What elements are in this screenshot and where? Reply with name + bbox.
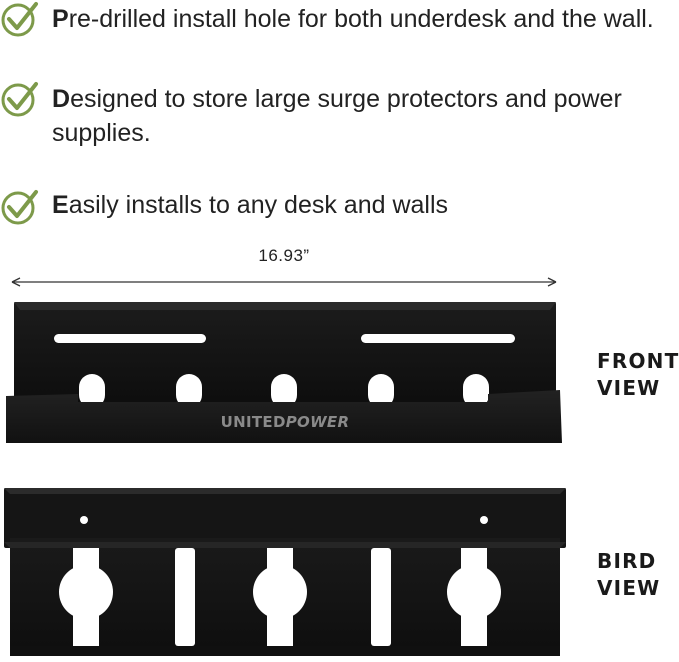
feature-text-2: Designed to store large surge protectors… [52,85,622,147]
check-icon [1,190,38,225]
tray-back-plate [14,302,556,414]
feature-text-1: Pre-drilled install hole for both underd… [52,5,654,33]
dimension-arrow [11,277,557,287]
dimension-indicator: 16.93” [10,240,558,290]
screw-hole [480,516,488,524]
bird-view-label: BIRD VIEW [597,549,661,600]
keyhole-slot [176,374,202,408]
feature-text-3: Easily installs to any desk and walls [52,191,449,219]
vertical-slot [371,548,391,646]
mount-slot [54,334,206,343]
dimension-label: 16.93” [258,246,310,265]
check-icon [1,82,38,117]
tray-rim [4,488,566,548]
keyhole-slot [271,374,297,408]
front-view-label: FRONT VIEW [597,349,679,400]
keyhole-slot [368,374,394,408]
brand-logo: UNITEDPOWER [221,413,350,431]
screw-hole [80,516,88,524]
check-icon [1,2,38,37]
keyhole-slot [463,374,489,408]
tray-front-lip [6,390,562,443]
mount-slot [361,334,515,343]
keyhole-slot [79,374,105,408]
vertical-slot [175,548,195,646]
bird-view-illustration [4,488,566,656]
front-view-illustration: UNITEDPOWER [6,302,562,443]
